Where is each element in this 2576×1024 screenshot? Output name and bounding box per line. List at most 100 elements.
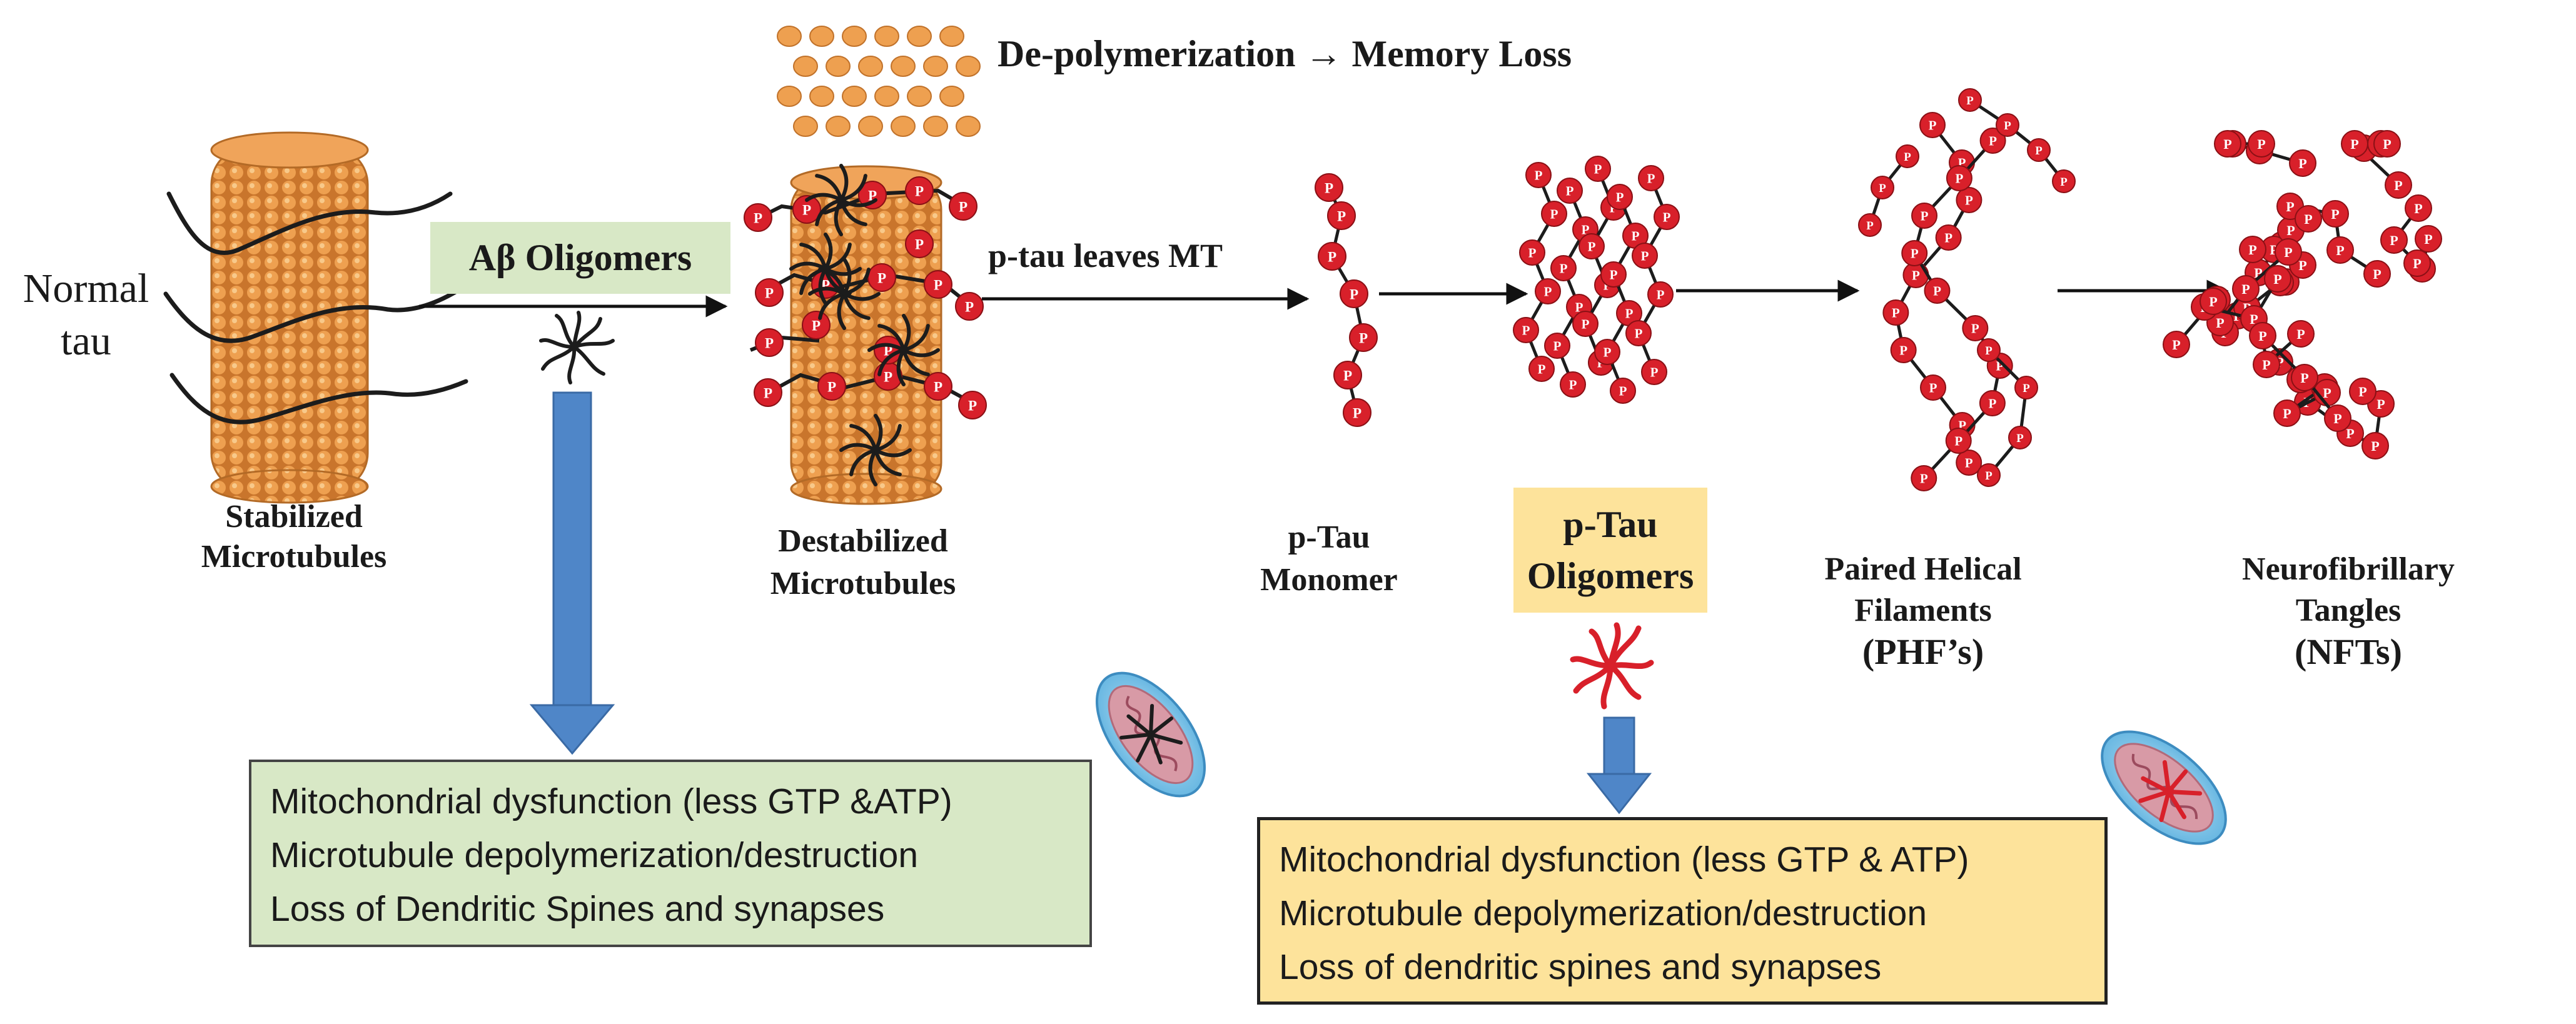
svg-text:P: P [2300,370,2308,386]
svg-text:P: P [959,198,967,214]
svg-text:P: P [765,334,774,351]
svg-text:P: P [2298,156,2306,171]
svg-text:P: P [2060,176,2068,189]
phospho-tau-bead: P [1996,113,2019,137]
phospho-tau-bead: P [1882,299,1909,326]
svg-text:P: P [1954,434,1962,449]
phospho-tau-bead: P [1871,176,1894,199]
phospho-tau-bead: P [802,311,831,339]
svg-text:P: P [764,384,772,401]
phospho-tau-bead: P [2321,200,2349,228]
phospho-tau-bead: P [755,278,784,307]
phospho-tau-bead: P [744,203,772,232]
svg-text:P: P [1911,246,1919,261]
phospho-tau-bead: P [2275,238,2302,266]
svg-text:P: P [2241,281,2250,297]
phospho-tau-bead: P [1544,333,1570,359]
phospho-tau-bead: P [1333,361,1362,389]
svg-text:P: P [765,284,774,301]
svg-text:P: P [884,368,892,384]
svg-text:P: P [812,317,821,333]
svg-text:P: P [1535,168,1543,183]
svg-text:P: P [2283,406,2291,421]
phospho-tau-bead: P [1315,173,1343,202]
phospho-tau-bead: P [792,195,821,224]
ptau-consequence-3: Loss of dendritic spines and synapses [1279,947,1882,987]
phospho-tau-bead: P [1525,162,1552,188]
phospho-tau-bead: P [1349,323,1378,352]
phospho-tau-bead: P [1902,262,1929,288]
svg-text:P: P [1650,365,1659,380]
tubulin-dimer [793,116,818,137]
phospho-tau-bead: P [1977,338,2001,362]
tubulin-dimer [826,116,851,137]
svg-text:P: P [1544,284,1552,299]
phospho-tau-bead: P [1858,213,1882,237]
svg-text:P: P [1632,229,1640,244]
ptau-consequence-1: Mitochondrial dysfunction (less GTP & AT… [1279,840,1969,880]
phospho-tau-bead: P [1654,204,1680,230]
phospho-tau-bead: P [1327,201,1356,230]
svg-text:P: P [2209,294,2217,309]
svg-text:P: P [1966,94,1974,108]
svg-text:P: P [1553,339,1562,354]
svg-text:P: P [1625,306,1634,321]
svg-text:P: P [1560,261,1568,276]
phospho-tau-bead: P [2200,288,2227,315]
phospho-tau-bead: P [1343,398,1371,427]
phospho-tau-bead: P [2248,130,2275,158]
tubulin-dimer [858,116,883,137]
blue-down-arrow-left [529,391,615,755]
nft-line-2: Tangles [2295,593,2402,628]
svg-text:P: P [2273,271,2281,287]
blue-down-arrow-right [1586,716,1652,815]
svg-text:P: P [1989,134,1997,149]
svg-text:P: P [1965,456,1973,471]
destabilized-microtubule [790,165,942,505]
phf-line-1: Paired Helical [1824,551,2022,587]
phospho-tau-bead: P [1890,337,1917,363]
svg-text:P: P [2336,243,2344,258]
phospho-tau-bead: P [2239,236,2266,263]
svg-text:P: P [1921,209,1929,224]
svg-text:P: P [2350,136,2358,152]
ptau-monomer-label: p-Tau Monomer [1226,516,1432,601]
ab-consequence-3: Loss of Dendritic Spines and synapses [270,889,885,929]
phospho-tau-bead: P [1919,112,1946,138]
phospho-tau-bead: P [1946,165,1972,191]
neurofibrillary-tangles-structure: PPPPPPPPPPPPPPPPPPPPPPPPPPPPPPPPPPPPPPPP… [2163,130,2442,459]
svg-text:P: P [2284,244,2292,260]
tubulin-dimer [793,56,818,77]
phospho-tau-bead: P [2253,351,2280,378]
destabilized-mt-label: Destabilized Microtubules [700,520,1026,605]
svg-text:P: P [1933,284,1941,299]
phospho-tau-bead: P [1641,359,1667,385]
svg-text:P: P [2346,426,2354,441]
nft-label: Neurofibrillary Tangles (NFTs) [2183,549,2514,673]
tubulin-dimer [939,26,964,47]
svg-text:P: P [1350,286,1358,302]
phospho-tau-bead: P [1519,239,1545,266]
nft-line-1: Neurofibrillary [2242,551,2455,587]
phospho-tau-bead: P [2214,130,2241,158]
ab-consequence-1: Mitochondrial dysfunction (less GTP &ATP… [270,781,952,821]
svg-text:P: P [2296,326,2305,342]
svg-text:P: P [2248,242,2256,258]
svg-text:P: P [1647,171,1655,186]
tubulin-dimer [777,26,802,47]
tubulin-dimer [874,26,899,47]
tubulin-dimer [858,56,883,77]
phospho-tau-bead: P [1594,339,1620,365]
phospho-tau-bead: P [1956,449,1983,476]
phospho-tau-bead: P [1977,463,2001,487]
svg-text:P: P [1879,182,1886,195]
svg-text:P: P [1929,381,1937,396]
svg-text:P: P [2286,223,2295,238]
phospho-tau-bead: P [1911,465,1937,491]
tubulin-dimer [939,86,964,107]
phospho-tau-bead: P [1318,242,1346,271]
svg-text:P: P [1550,207,1558,222]
